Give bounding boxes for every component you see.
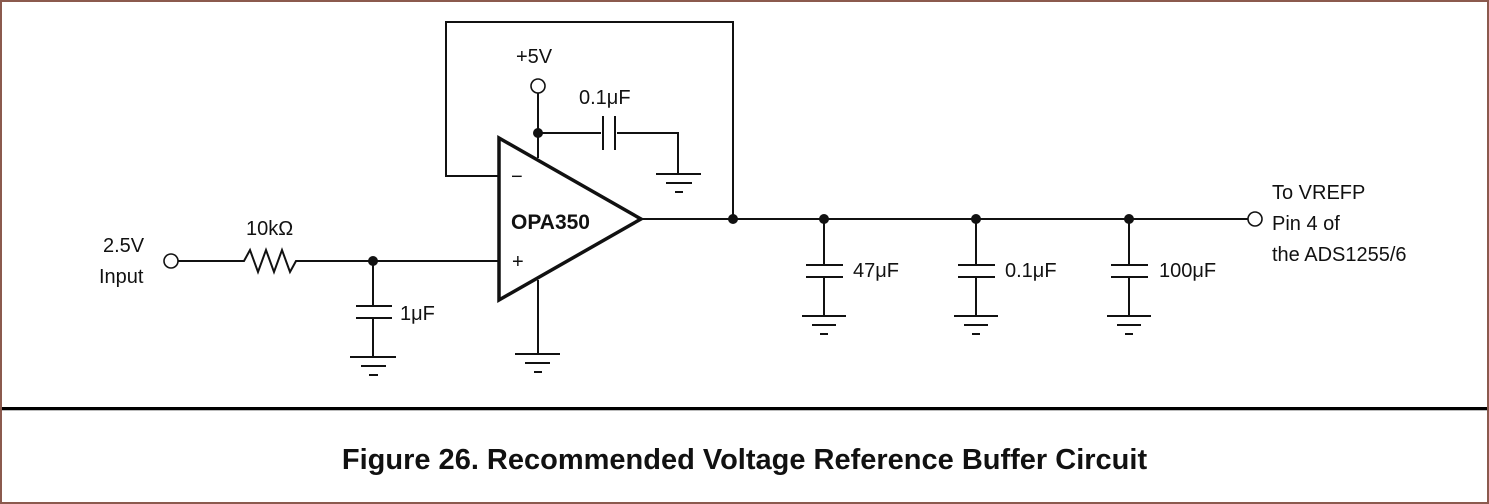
caption-divider	[2, 407, 1487, 411]
ground-icon	[656, 173, 701, 193]
supply-label: +5V	[516, 46, 553, 68]
non-inverting-input-sign: +	[512, 251, 524, 273]
figure-caption: Figure 26. Recommended Voltage Reference…	[341, 444, 1148, 476]
inverting-input-sign: −	[511, 166, 523, 188]
ground-icon	[1107, 315, 1151, 335]
output-label-line1: To VREFP	[1272, 182, 1365, 204]
input-cap-label: 1μF	[400, 303, 435, 325]
input-terminal[interactable]	[163, 253, 179, 269]
input-label-voltage: 2.5V	[103, 235, 145, 257]
input-filter-capacitor	[350, 261, 396, 376]
output-label-line2: Pin 4 of	[1272, 213, 1340, 235]
bypass-cap-label: 0.1μF	[579, 87, 631, 109]
opamp-symbol	[497, 134, 645, 304]
output-capacitor-0.1uf	[954, 214, 998, 335]
output-cap-label: 0.1μF	[1005, 260, 1057, 282]
opamp-label: OPA350	[511, 211, 590, 234]
input-wire	[178, 247, 498, 275]
output-label-line3: the ADS1255/6	[1272, 244, 1407, 266]
output-cap-label: 100μF	[1159, 260, 1216, 282]
ground-icon	[954, 315, 998, 335]
supply-terminal[interactable]	[530, 78, 546, 94]
output-capacitor-47uf	[802, 214, 846, 335]
output-cap-label: 47μF	[853, 260, 899, 282]
ground-icon	[515, 353, 560, 373]
feedback-wire	[445, 21, 734, 219]
ground-icon	[350, 356, 396, 376]
resistor-label: 10kΩ	[246, 218, 293, 240]
bypass-capacitor	[538, 116, 701, 193]
output-terminal[interactable]	[1247, 211, 1263, 227]
ground-icon	[802, 315, 846, 335]
opamp-ground	[515, 280, 560, 373]
output-capacitor-100uf	[1107, 214, 1151, 335]
junction-dot	[728, 214, 738, 224]
input-label-text: Input	[99, 266, 144, 288]
